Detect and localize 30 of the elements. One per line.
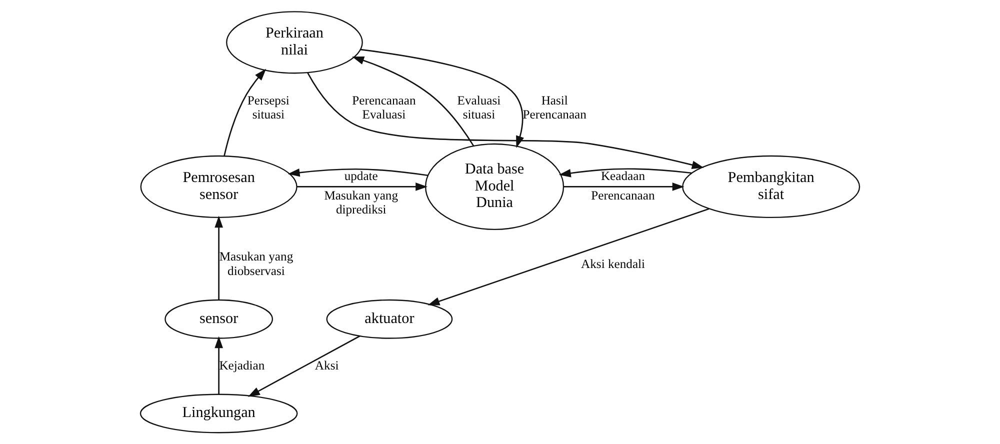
arrow <box>214 216 223 300</box>
edge-label: Keadaan <box>600 168 646 183</box>
arrow <box>248 335 360 397</box>
edge-label: Perencanaan <box>591 188 655 202</box>
edge-label: Hasil Perencanaan <box>522 93 586 122</box>
node-ellipse: aktuator <box>326 299 453 339</box>
node-ellipse: sensor <box>164 299 274 339</box>
edge-label: Masukan yang diobservasi <box>219 250 294 278</box>
arrow <box>224 68 266 156</box>
edge-label: Aksi kendali <box>581 256 646 271</box>
node-ellipse: Perkiraan nilai <box>226 11 363 74</box>
edge-label: update <box>344 168 378 183</box>
edge-label: Masukan yang diprediksi <box>324 188 398 217</box>
edge-label: Perencanaan Evaluasi <box>352 93 416 122</box>
arrow <box>296 182 428 191</box>
node-ellipse: Pembangkitan sifat <box>682 155 860 218</box>
arrow <box>558 168 692 178</box>
edge-label: Persepsi situasi <box>247 93 290 122</box>
arrow <box>428 208 710 306</box>
node-ellipse: Data base Model Dunia <box>424 143 564 230</box>
arrow <box>564 182 684 191</box>
node-ellipse: Pemrosesan sensor <box>140 155 298 218</box>
edge-label: Kejadian <box>219 358 265 372</box>
arrow <box>214 336 223 394</box>
arrow <box>288 168 428 177</box>
edge-label: Evaluasi situasi <box>457 93 501 122</box>
edge-label: Aksi <box>314 358 339 372</box>
node-ellipse: Lingkungan <box>140 394 298 434</box>
arrow <box>307 72 704 169</box>
arrow <box>352 56 474 146</box>
